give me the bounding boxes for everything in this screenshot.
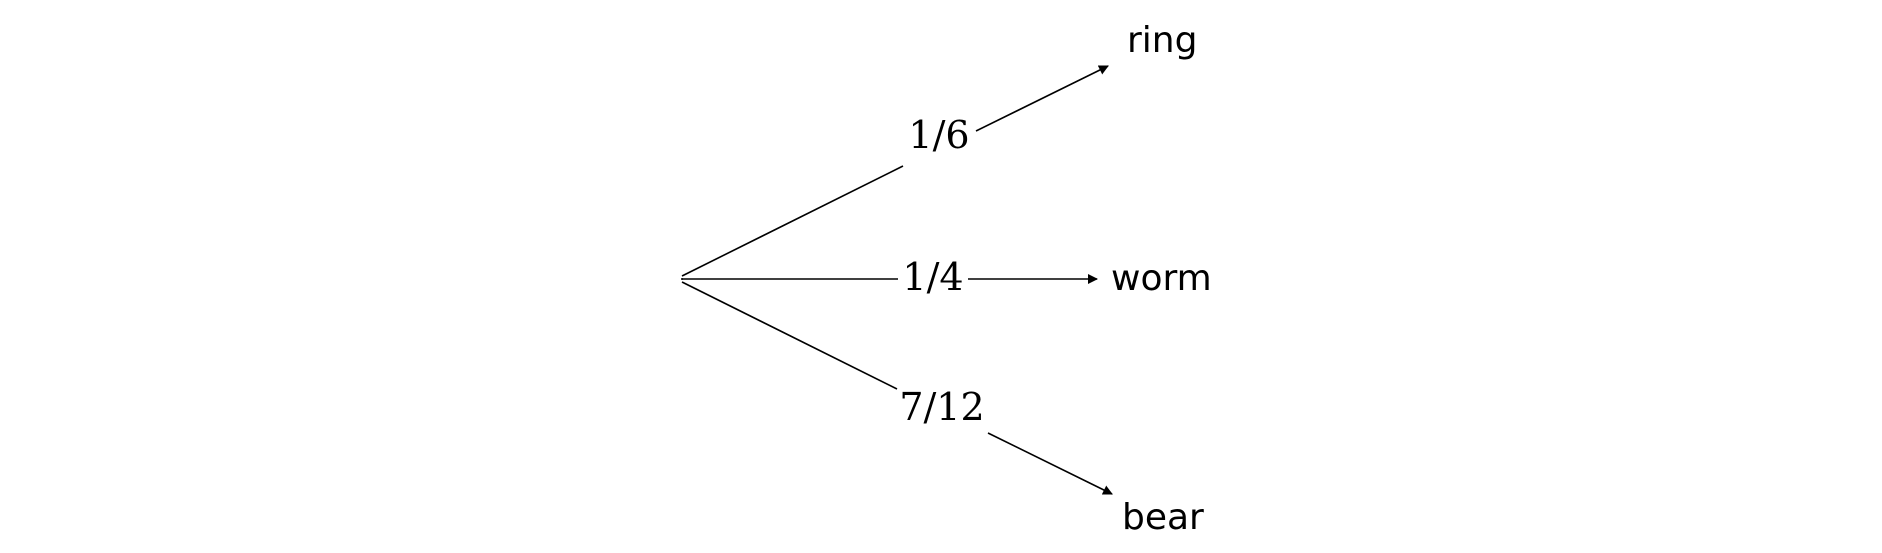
- branch-ring: 1/6 ring: [681, 20, 1197, 277]
- outcome-bear: bear: [1122, 497, 1204, 538]
- outcome-worm: worm: [1111, 258, 1212, 299]
- branch-ring-probability: 1/6: [908, 113, 969, 157]
- outcome-ring: ring: [1127, 20, 1197, 61]
- branch-ring-line-end: [975, 65, 1109, 132]
- branch-bear-line-start: [681, 281, 898, 390]
- branch-ring-line-start: [681, 165, 904, 277]
- branch-bear-line-end: [987, 432, 1113, 495]
- branch-bear-probability: 7/12: [899, 385, 984, 429]
- branch-worm: 1/4 worm: [682, 255, 1212, 299]
- branch-worm-probability: 1/4: [902, 255, 963, 299]
- branch-bear: 7/12 bear: [681, 281, 1204, 538]
